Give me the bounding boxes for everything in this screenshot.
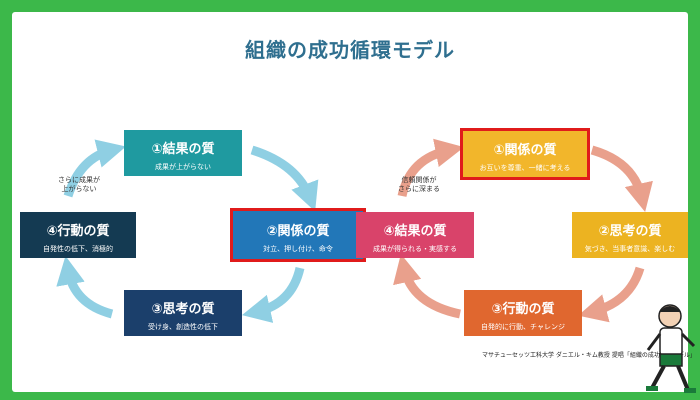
source-credit: マサチューセッツ工科大学 ダニエル・キム教授 提唱「組織の成功循環モデル」 <box>482 352 696 359</box>
runner-character-illustration <box>646 304 696 393</box>
good-relations-box: ①関係の質 お互いを尊重、一緒に考える <box>460 128 590 180</box>
bad-results-title: ①結果の質 <box>151 142 215 157</box>
bad-results-box: ①結果の質 成果が上がらない <box>124 130 242 176</box>
bad-thinking-title: ③思考の質 <box>151 302 215 317</box>
good-relations-sub: お互いを尊重、一緒に考える <box>479 164 571 172</box>
bad-relations-sub: 対立、押し付け、命令 <box>263 245 333 253</box>
arrow-relations-to-thinking-good <box>590 145 653 213</box>
good-action-sub: 自発的に行動、チャレンジ <box>481 323 565 331</box>
bad-relations-box: ②関係の質 対立、押し付け、命令 <box>230 208 366 262</box>
good-thinking-box: ②思考の質 気づき、当事者意識、楽しむ <box>572 212 688 258</box>
bad-action-box: ④行動の質 自発性の低下、消極的 <box>20 212 136 258</box>
cycle-arrows <box>56 138 653 323</box>
slide-title: 組織の成功循環モデル <box>245 38 455 62</box>
good-action-title: ③行動の質 <box>491 302 555 317</box>
good-results-title: ④結果の質 <box>383 224 447 239</box>
arrow-action-to-results-good <box>393 253 461 319</box>
good-results-sub: 成果が得られる・実感する <box>373 245 457 253</box>
bad-thinking-sub: 受け身、創造性の低下 <box>148 323 218 331</box>
arrow-results-to-relations <box>250 145 319 212</box>
good-action-box: ③行動の質 自発的に行動、チャレンジ <box>464 290 582 336</box>
bad-action-sub: 自発性の低下、消極的 <box>43 245 113 253</box>
arrow-thinking-to-action <box>56 255 114 319</box>
arrow-thinking-to-action-good <box>578 266 645 323</box>
bad-action-title: ④行動の質 <box>46 224 110 239</box>
good-relations-title: ①関係の質 <box>493 143 557 158</box>
arrow-action-to-results <box>63 139 126 198</box>
good-results-box: ④結果の質 成果が得られる・実感する <box>356 212 474 258</box>
good-loop-note: 信頼関係が さらに深まる <box>398 176 440 194</box>
bad-results-sub: 成果が上がらない <box>155 163 211 171</box>
bad-loop-note: さらに成果が 上がらない <box>58 176 100 194</box>
arrow-results-to-relations-good <box>397 138 465 198</box>
good-thinking-title: ②思考の質 <box>598 224 662 239</box>
arrow-relations-to-thinking <box>241 266 305 323</box>
slide-panel: 組織の成功循環モデル ①結果の質 成果が上がらない ②関係の質 対立、押し付け、… <box>12 12 696 392</box>
bad-relations-title: ②関係の質 <box>266 224 330 239</box>
bad-thinking-box: ③思考の質 受け身、創造性の低下 <box>124 290 242 336</box>
good-thinking-sub: 気づき、当事者意識、楽しむ <box>584 245 676 253</box>
